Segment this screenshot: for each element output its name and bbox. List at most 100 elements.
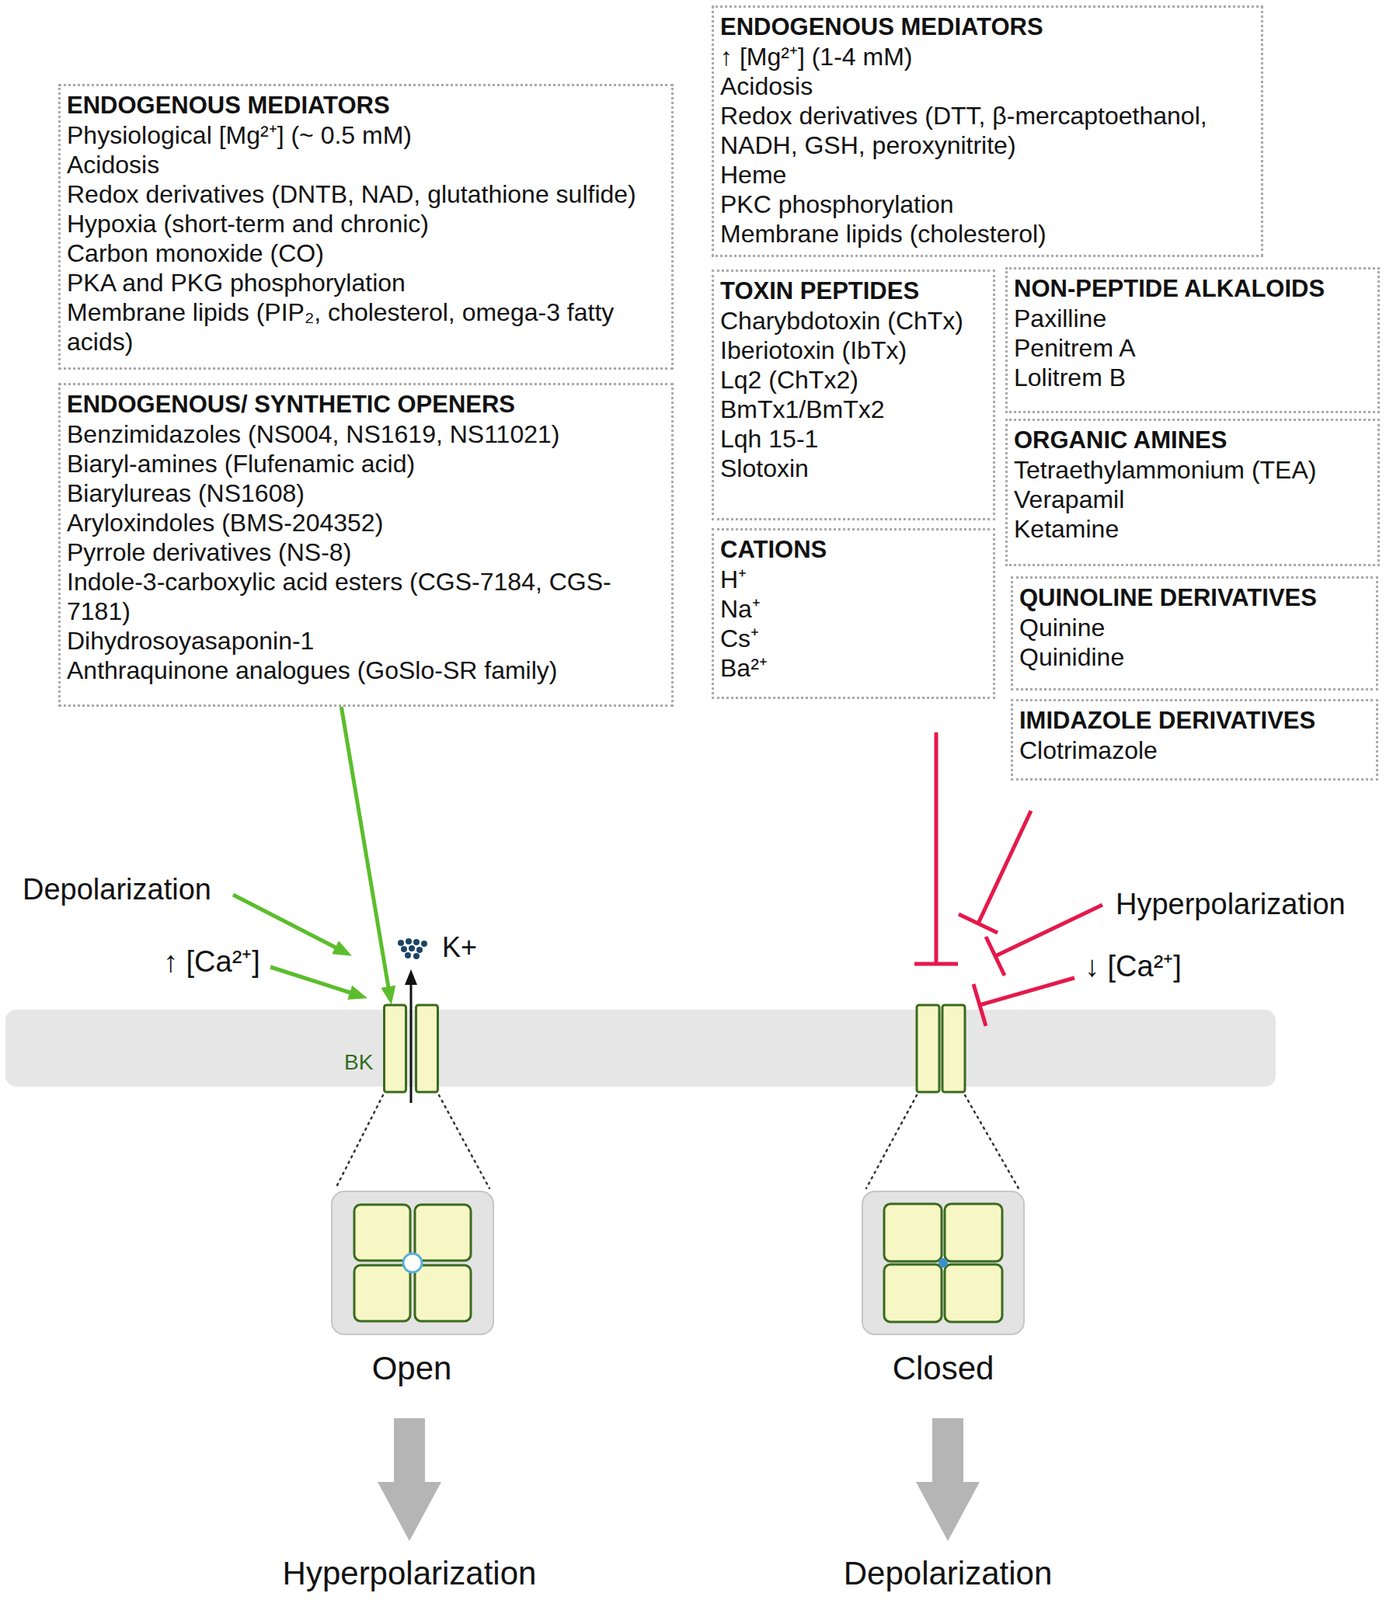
calcium-label: ↓ [Ca²⁺] [1084, 950, 1182, 985]
list-item: Slotoxin [720, 453, 988, 484]
inhibition-bar [958, 914, 998, 934]
outcome-label: Depolarization [843, 1555, 1053, 1593]
activation-arrow [341, 706, 390, 993]
list-item: Ba²⁺ [720, 653, 988, 683]
open-pore-inset [331, 1191, 494, 1335]
inhibition-line [934, 732, 939, 965]
list-item: Biarylureas (NS1608) [66, 478, 666, 509]
channel-subunit [414, 1204, 471, 1261]
box-heading: ORGANIC AMINES [1013, 425, 1373, 456]
ion-dot [404, 952, 411, 959]
list-item: Lqh 15-1 [720, 424, 988, 454]
list-item: Physiological [Mg²⁺] (~ 0.5 mM) [66, 120, 666, 150]
list-item: Acidosis [720, 71, 1256, 101]
list-item: Lq2 (ChTx2) [720, 365, 988, 395]
ion-dot [408, 945, 415, 952]
channel-subunit [944, 1264, 1003, 1323]
list-item: Verapamil [1013, 484, 1373, 515]
open-pore [403, 1253, 422, 1273]
channel-state-label: Open [372, 1350, 453, 1388]
closed-pore-inset [862, 1191, 1024, 1335]
list-item: ↑ [Mg²⁺] (1-4 mM) [720, 41, 1256, 72]
cell-membrane [5, 1009, 1276, 1087]
calcium-label: ↑ [Ca²⁺] [163, 945, 261, 980]
inset-panel [331, 1191, 494, 1335]
list-item: Iberiotoxin (IbTx) [720, 335, 988, 366]
list-item: Dihydrosoyasaponin-1 [66, 626, 666, 656]
closed-channel [916, 1005, 965, 1093]
blocker-box: TOXIN PEPTIDESCharybdotoxin (ChTx)Iberio… [711, 269, 996, 521]
list-item: PKC phosphorylation [720, 189, 1256, 220]
list-item: PKA and PKG phosphorylation [66, 268, 666, 298]
ion-dot [405, 938, 412, 945]
zoom-line [866, 1095, 917, 1189]
closed-pore [938, 1258, 948, 1268]
outcome-arrow [377, 1418, 442, 1542]
ion-label: K+ [442, 931, 478, 964]
list-item: Cs⁺ [720, 623, 988, 654]
blocker-box: NON-PEPTIDE ALKALOIDSPaxillinePenitrem A… [1005, 267, 1380, 414]
list-item: Hypoxia (short-term and chronic) [66, 208, 666, 239]
box-heading: ENDOGENOUS/ SYNTHETIC OPENERS [66, 390, 666, 420]
box-heading: CATIONS [720, 535, 988, 565]
inhibition-lines [914, 732, 1103, 1027]
box-heading: QUINOLINE DERIVATIVES [1019, 583, 1371, 613]
box-heading: ENDOGENOUS MEDIATORS [66, 90, 666, 121]
box-heading: IMIDAZOLE DERIVATIVES [1019, 706, 1371, 736]
inhibition-bar [985, 936, 1005, 976]
channel-state-label: Closed [892, 1350, 995, 1388]
zoom-line [438, 1095, 490, 1189]
ion-dot [397, 940, 404, 947]
list-item: Membrane lipids (PIP₂, cholesterol, omeg… [66, 297, 666, 357]
inhibition-bar [973, 984, 986, 1027]
inhibition-bar [914, 962, 958, 967]
channel-subunit [884, 1204, 942, 1262]
channel-subunit [942, 1005, 965, 1093]
ion-dot [400, 946, 408, 953]
list-item: Paxilline [1013, 303, 1373, 334]
list-item: Membrane lipids (cholesterol) [720, 219, 1256, 249]
list-item: Redox derivatives (DNTB, NAD, glutathion… [66, 179, 666, 209]
mediator-box: ENDOGENOUS MEDIATORS↑ [Mg²⁺] (1-4 mM)Aci… [711, 5, 1264, 258]
list-item: Indole-3-carboxylic acid esters (CGS-718… [66, 567, 666, 627]
potassium-ions [397, 938, 428, 960]
channel-subunit [916, 1005, 940, 1093]
blocker-box: QUINOLINE DERIVATIVESQuinineQuinidine [1010, 576, 1379, 691]
list-item: Charybdotoxin (ChTx) [720, 306, 988, 336]
list-item: Carbon monoxide (CO) [66, 238, 666, 269]
channel-subunit [354, 1265, 411, 1322]
channel-subunit [944, 1204, 1003, 1262]
outcome-arrow [915, 1418, 980, 1542]
channel-subunit [416, 1005, 439, 1093]
channel-shape [383, 1005, 439, 1093]
box-heading: TOXIN PEPTIDES [720, 276, 988, 307]
bk-channel: BK [383, 1005, 439, 1093]
list-item: Na⁺ [720, 594, 988, 624]
channel-subunit [414, 1265, 471, 1322]
list-item: Redox derivatives (DTT, β-mercaptoethano… [720, 100, 1256, 161]
list-item: Penitrem A [1013, 333, 1373, 363]
box-heading: NON-PEPTIDE ALKALOIDS [1013, 274, 1373, 304]
list-item: Ketamine [1013, 514, 1373, 544]
zoom-line [964, 1095, 1019, 1189]
list-item: Pyrrole derivatives (NS-8) [66, 537, 666, 568]
activation-arrow [270, 967, 356, 995]
zoom-lines [335, 1095, 1019, 1189]
inhibition-line [979, 978, 1075, 1006]
list-item: Heme [720, 160, 1256, 190]
state-label: Depolarization [22, 873, 212, 908]
blocker-box: ORGANIC AMINESTetraethylammonium (TEA)Ve… [1005, 418, 1380, 567]
blocker-box: IMIDAZOLE DERIVATIVESClotrimazole [1010, 699, 1379, 781]
blocker-box: CATIONSH⁺Na⁺Cs⁺Ba²⁺ [711, 528, 996, 700]
list-item: Biaryl-amines (Flufenamic acid) [66, 449, 666, 479]
channel-label: BK [344, 1050, 373, 1076]
outcome-label: Hyperpolarization [282, 1555, 537, 1593]
channel-subunit [354, 1204, 411, 1261]
list-item: BmTx1/BmTx2 [720, 394, 988, 425]
list-item: Acidosis [66, 149, 666, 180]
box-heading: ENDOGENOUS MEDIATORS [720, 12, 1256, 42]
opener-box: ENDOGENOUS/ SYNTHETIC OPENERSBenzimidazo… [58, 383, 674, 707]
list-item: Aryloxindoles (BMS-204352) [66, 508, 666, 538]
ion-dot [416, 947, 423, 954]
